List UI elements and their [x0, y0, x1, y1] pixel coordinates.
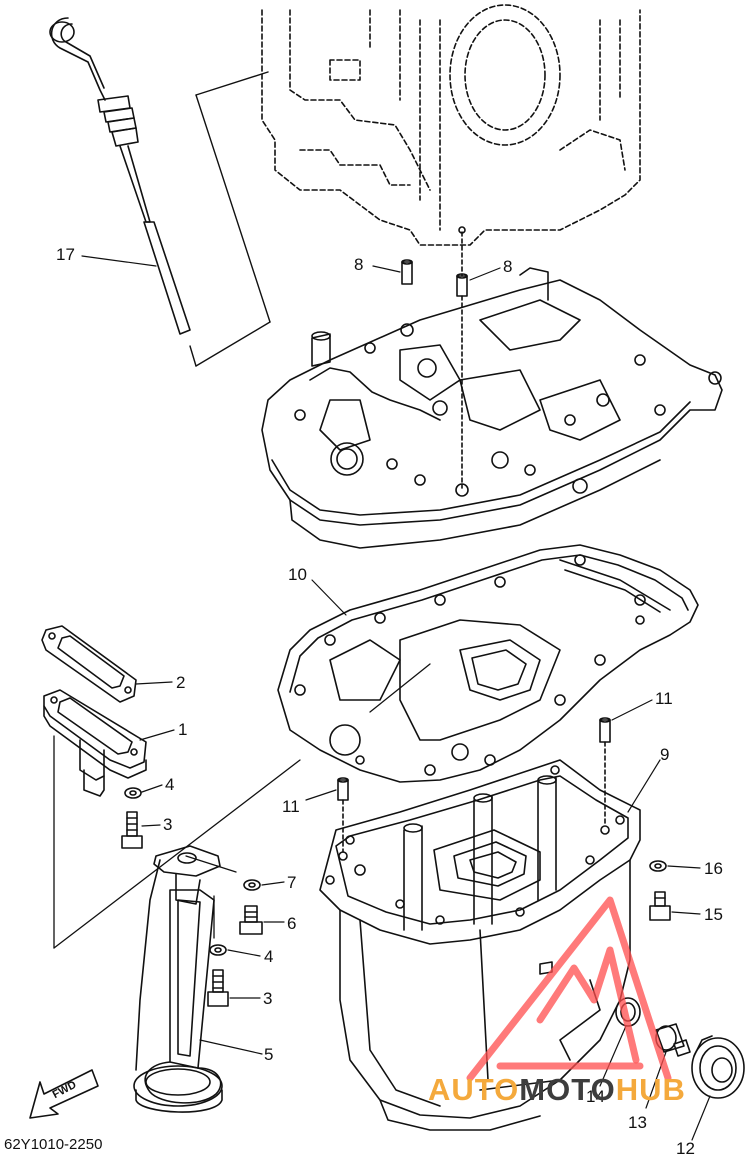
callout-8a: 8 [354, 255, 364, 274]
washer-part-4-upper [124, 787, 142, 799]
dowel-pins-part-8 [401, 226, 468, 297]
dowel-pins-part-11 [337, 717, 611, 853]
callout-12: 12 [676, 1139, 695, 1154]
drawing-code: 62Y1010-2250 [4, 1136, 103, 1153]
cover-bracket-lines [53, 735, 301, 949]
callout-11a: 11 [655, 689, 673, 708]
washer-part-16 [649, 860, 667, 872]
bolt-part-6 [239, 905, 263, 935]
callout-15: 15 [704, 905, 723, 924]
watermark-part-auto: AUTO [428, 1072, 520, 1107]
callout-10: 10 [288, 565, 307, 584]
gasket-part-2 [41, 625, 137, 703]
gasket-part-10 [277, 544, 699, 783]
callout-16: 16 [704, 859, 723, 878]
callout-17: 17 [56, 245, 75, 264]
bolt-part-15 [649, 891, 671, 921]
cover-part-1 [43, 689, 147, 797]
cap-part-12 [691, 1035, 745, 1099]
callout-7: 7 [287, 873, 297, 892]
washer-part-7 [243, 879, 261, 891]
watermark-part-hub: HUB [615, 1072, 686, 1107]
callout-14: 14 [586, 1087, 605, 1106]
callout-1: 1 [178, 720, 188, 739]
oil-strainer-part-5 [133, 845, 223, 1113]
bolt-part-3-lower [207, 969, 229, 1007]
callout-9: 9 [660, 745, 670, 764]
forward-arrow-icon [29, 1069, 99, 1119]
callout-5: 5 [264, 1045, 274, 1064]
upper-plate-outline [261, 267, 723, 549]
dipstick-part-17 [49, 17, 191, 335]
strainer-bracket-lines [185, 855, 237, 939]
engine-block-outline [261, 4, 641, 246]
callout-13: 13 [628, 1113, 647, 1132]
washer-part-4-lower [209, 944, 227, 956]
callout-6: 6 [287, 914, 297, 933]
callout-3a: 3 [163, 815, 173, 834]
dipstick-bracket-lines [189, 71, 271, 367]
watermark-logo [466, 896, 672, 1082]
callout-3b: 3 [263, 989, 273, 1008]
callout-2: 2 [176, 673, 186, 692]
callout-leader-lines [81, 255, 711, 1141]
callout-8b: 8 [503, 257, 513, 276]
watermark-text: AUTOMOTOHUB [428, 1074, 686, 1105]
callout-4b: 4 [264, 947, 274, 966]
watermark-part-moto: MOTO [519, 1072, 616, 1107]
callout-11b: 11 [282, 797, 300, 816]
callout-4a: 4 [165, 775, 175, 794]
bolt-part-3-upper [121, 811, 143, 849]
